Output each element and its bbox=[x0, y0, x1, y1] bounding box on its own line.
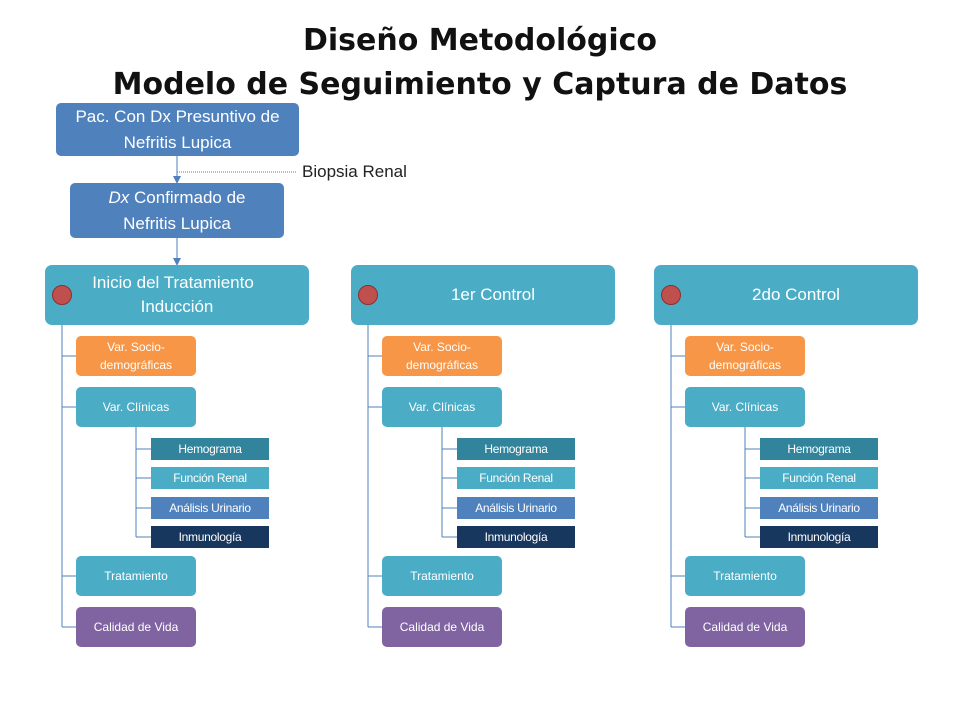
analisis-urinario-box: Análisis Urinario bbox=[457, 497, 575, 519]
socio-demographic-box: Var. Socio-demográficas bbox=[382, 336, 502, 376]
analisis-urinario-box-label: Análisis Urinario bbox=[475, 501, 557, 515]
funcion-renal-box-label: Función Renal bbox=[173, 471, 247, 485]
socio-demographic-box-label: Var. Socio-demográficas bbox=[99, 340, 173, 372]
socio-demographic-box-label: Var. Socio-demográficas bbox=[708, 340, 782, 372]
hemograma-box: Hemograma bbox=[151, 438, 269, 460]
clinical-variables-box-label: Var. Clínicas bbox=[408, 400, 476, 414]
inmunologia-box-label: Inmunología bbox=[178, 530, 242, 544]
socio-demographic-box-label: Var. Socio-demográficas bbox=[405, 340, 479, 372]
funcion-renal-box-label: Función Renal bbox=[479, 471, 553, 485]
hemograma-box-label: Hemograma bbox=[178, 442, 242, 456]
stage-marker-dot bbox=[52, 285, 72, 305]
clinical-variables-box: Var. Clínicas bbox=[382, 387, 502, 427]
hemograma-box: Hemograma bbox=[457, 438, 575, 460]
confirmed-diagnosis-rest: Confirmado de Nefritis Lupica bbox=[123, 187, 246, 233]
treatment-box-label: Tratamiento bbox=[104, 569, 168, 583]
clinical-variables-box-label: Var. Clínicas bbox=[711, 400, 779, 414]
funcion-renal-box: Función Renal bbox=[457, 467, 575, 489]
confirmed-dx-italic: Dx bbox=[108, 187, 130, 207]
funcion-renal-box-label: Función Renal bbox=[782, 471, 856, 485]
title-line-2: Modelo de Seguimiento y Captura de Datos bbox=[112, 67, 848, 102]
hemograma-box-label: Hemograma bbox=[484, 442, 548, 456]
clinical-variables-box: Var. Clínicas bbox=[76, 387, 196, 427]
clinical-variables-box: Var. Clínicas bbox=[685, 387, 805, 427]
presumptive-diagnosis-box: Pac. Con Dx Presuntivo de Nefritis Lupic… bbox=[56, 103, 299, 156]
confirmed-diagnosis-box: Dx Confirmado de Nefritis Lupica bbox=[70, 183, 284, 238]
treatment-box: Tratamiento bbox=[685, 556, 805, 596]
socio-demographic-box: Var. Socio-demográficas bbox=[76, 336, 196, 376]
stage-marker-dot bbox=[661, 285, 681, 305]
inmunologia-box: Inmunología bbox=[760, 526, 878, 548]
quality-of-life-box: Calidad de Vida bbox=[382, 607, 502, 647]
confirmed-diagnosis-label: Dx Confirmado de Nefritis Lupica bbox=[90, 185, 264, 237]
stage-header-2: 1er Control bbox=[351, 265, 615, 325]
hemograma-box-label: Hemograma bbox=[787, 442, 851, 456]
quality-of-life-box-label: Calidad de Vida bbox=[702, 620, 788, 634]
socio-demographic-box: Var. Socio-demográficas bbox=[685, 336, 805, 376]
hemograma-box: Hemograma bbox=[760, 438, 878, 460]
treatment-box-label: Tratamiento bbox=[713, 569, 777, 583]
analisis-urinario-box: Análisis Urinario bbox=[760, 497, 878, 519]
treatment-box: Tratamiento bbox=[76, 556, 196, 596]
analisis-urinario-box-label: Análisis Urinario bbox=[778, 501, 860, 515]
clinical-variables-box-label: Var. Clínicas bbox=[102, 400, 170, 414]
funcion-renal-box: Función Renal bbox=[760, 467, 878, 489]
treatment-box: Tratamiento bbox=[382, 556, 502, 596]
stage-header-3: 2do Control bbox=[654, 265, 918, 325]
inmunologia-box-label: Inmunología bbox=[787, 530, 851, 544]
analisis-urinario-box: Análisis Urinario bbox=[151, 497, 269, 519]
quality-of-life-box: Calidad de Vida bbox=[685, 607, 805, 647]
stage-header-line1: Inicio del Tratamiento bbox=[92, 273, 254, 292]
inmunologia-box: Inmunología bbox=[151, 526, 269, 548]
stage-header-line2: Inducción bbox=[140, 297, 214, 316]
inmunologia-box-label: Inmunología bbox=[484, 530, 548, 544]
stage-header-line1: 1er Control bbox=[450, 285, 536, 304]
treatment-box-label: Tratamiento bbox=[410, 569, 474, 583]
funcion-renal-box: Función Renal bbox=[151, 467, 269, 489]
quality-of-life-box-label: Calidad de Vida bbox=[93, 620, 179, 634]
quality-of-life-box: Calidad de Vida bbox=[76, 607, 196, 647]
stage-header-line1: 2do Control bbox=[752, 285, 840, 304]
stage-marker-dot bbox=[358, 285, 378, 305]
inmunologia-box: Inmunología bbox=[457, 526, 575, 548]
biopsy-label: Biopsia Renal bbox=[302, 162, 407, 181]
quality-of-life-box-label: Calidad de Vida bbox=[399, 620, 485, 634]
presumptive-diagnosis-label: Pac. Con Dx Presuntivo de Nefritis Lupic… bbox=[75, 106, 280, 152]
analisis-urinario-box-label: Análisis Urinario bbox=[169, 501, 251, 515]
title-line-1: Diseño Metodológico bbox=[302, 23, 658, 58]
